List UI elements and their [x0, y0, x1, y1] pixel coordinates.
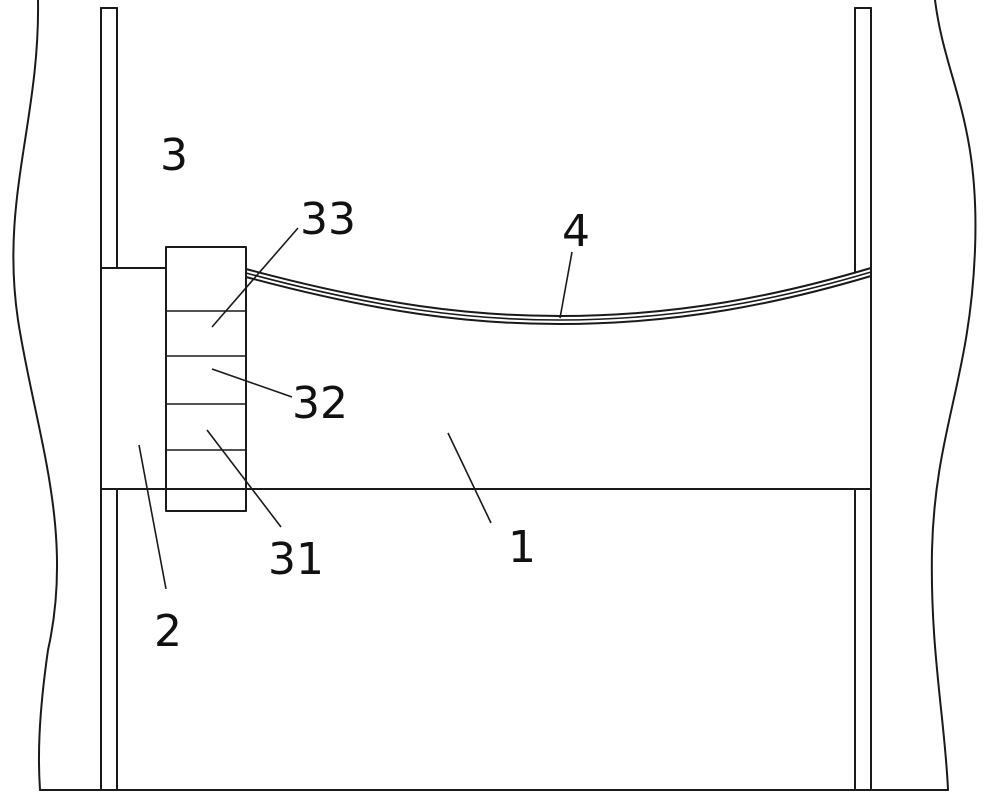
label-1: 1 — [508, 522, 536, 573]
curved-strip-lower — [245, 275, 872, 325]
label-3: 3 — [160, 130, 188, 181]
label-4: 4 — [562, 206, 590, 257]
leader-1 — [447, 432, 492, 524]
leader-32 — [211, 368, 293, 398]
right-break-line — [930, 0, 977, 791]
leader-31 — [206, 429, 282, 528]
left-break-line — [12, 0, 59, 791]
curved-strip-middle — [245, 271, 872, 321]
curved-strip-upper — [245, 267, 872, 317]
box-outline — [165, 246, 247, 512]
leader-4 — [559, 251, 573, 319]
label-2: 2 — [154, 606, 182, 657]
label-32: 32 — [292, 378, 348, 429]
leader-2 — [138, 444, 167, 590]
leader-33 — [211, 227, 299, 328]
label-33: 33 — [300, 194, 356, 245]
label-31: 31 — [268, 534, 324, 585]
